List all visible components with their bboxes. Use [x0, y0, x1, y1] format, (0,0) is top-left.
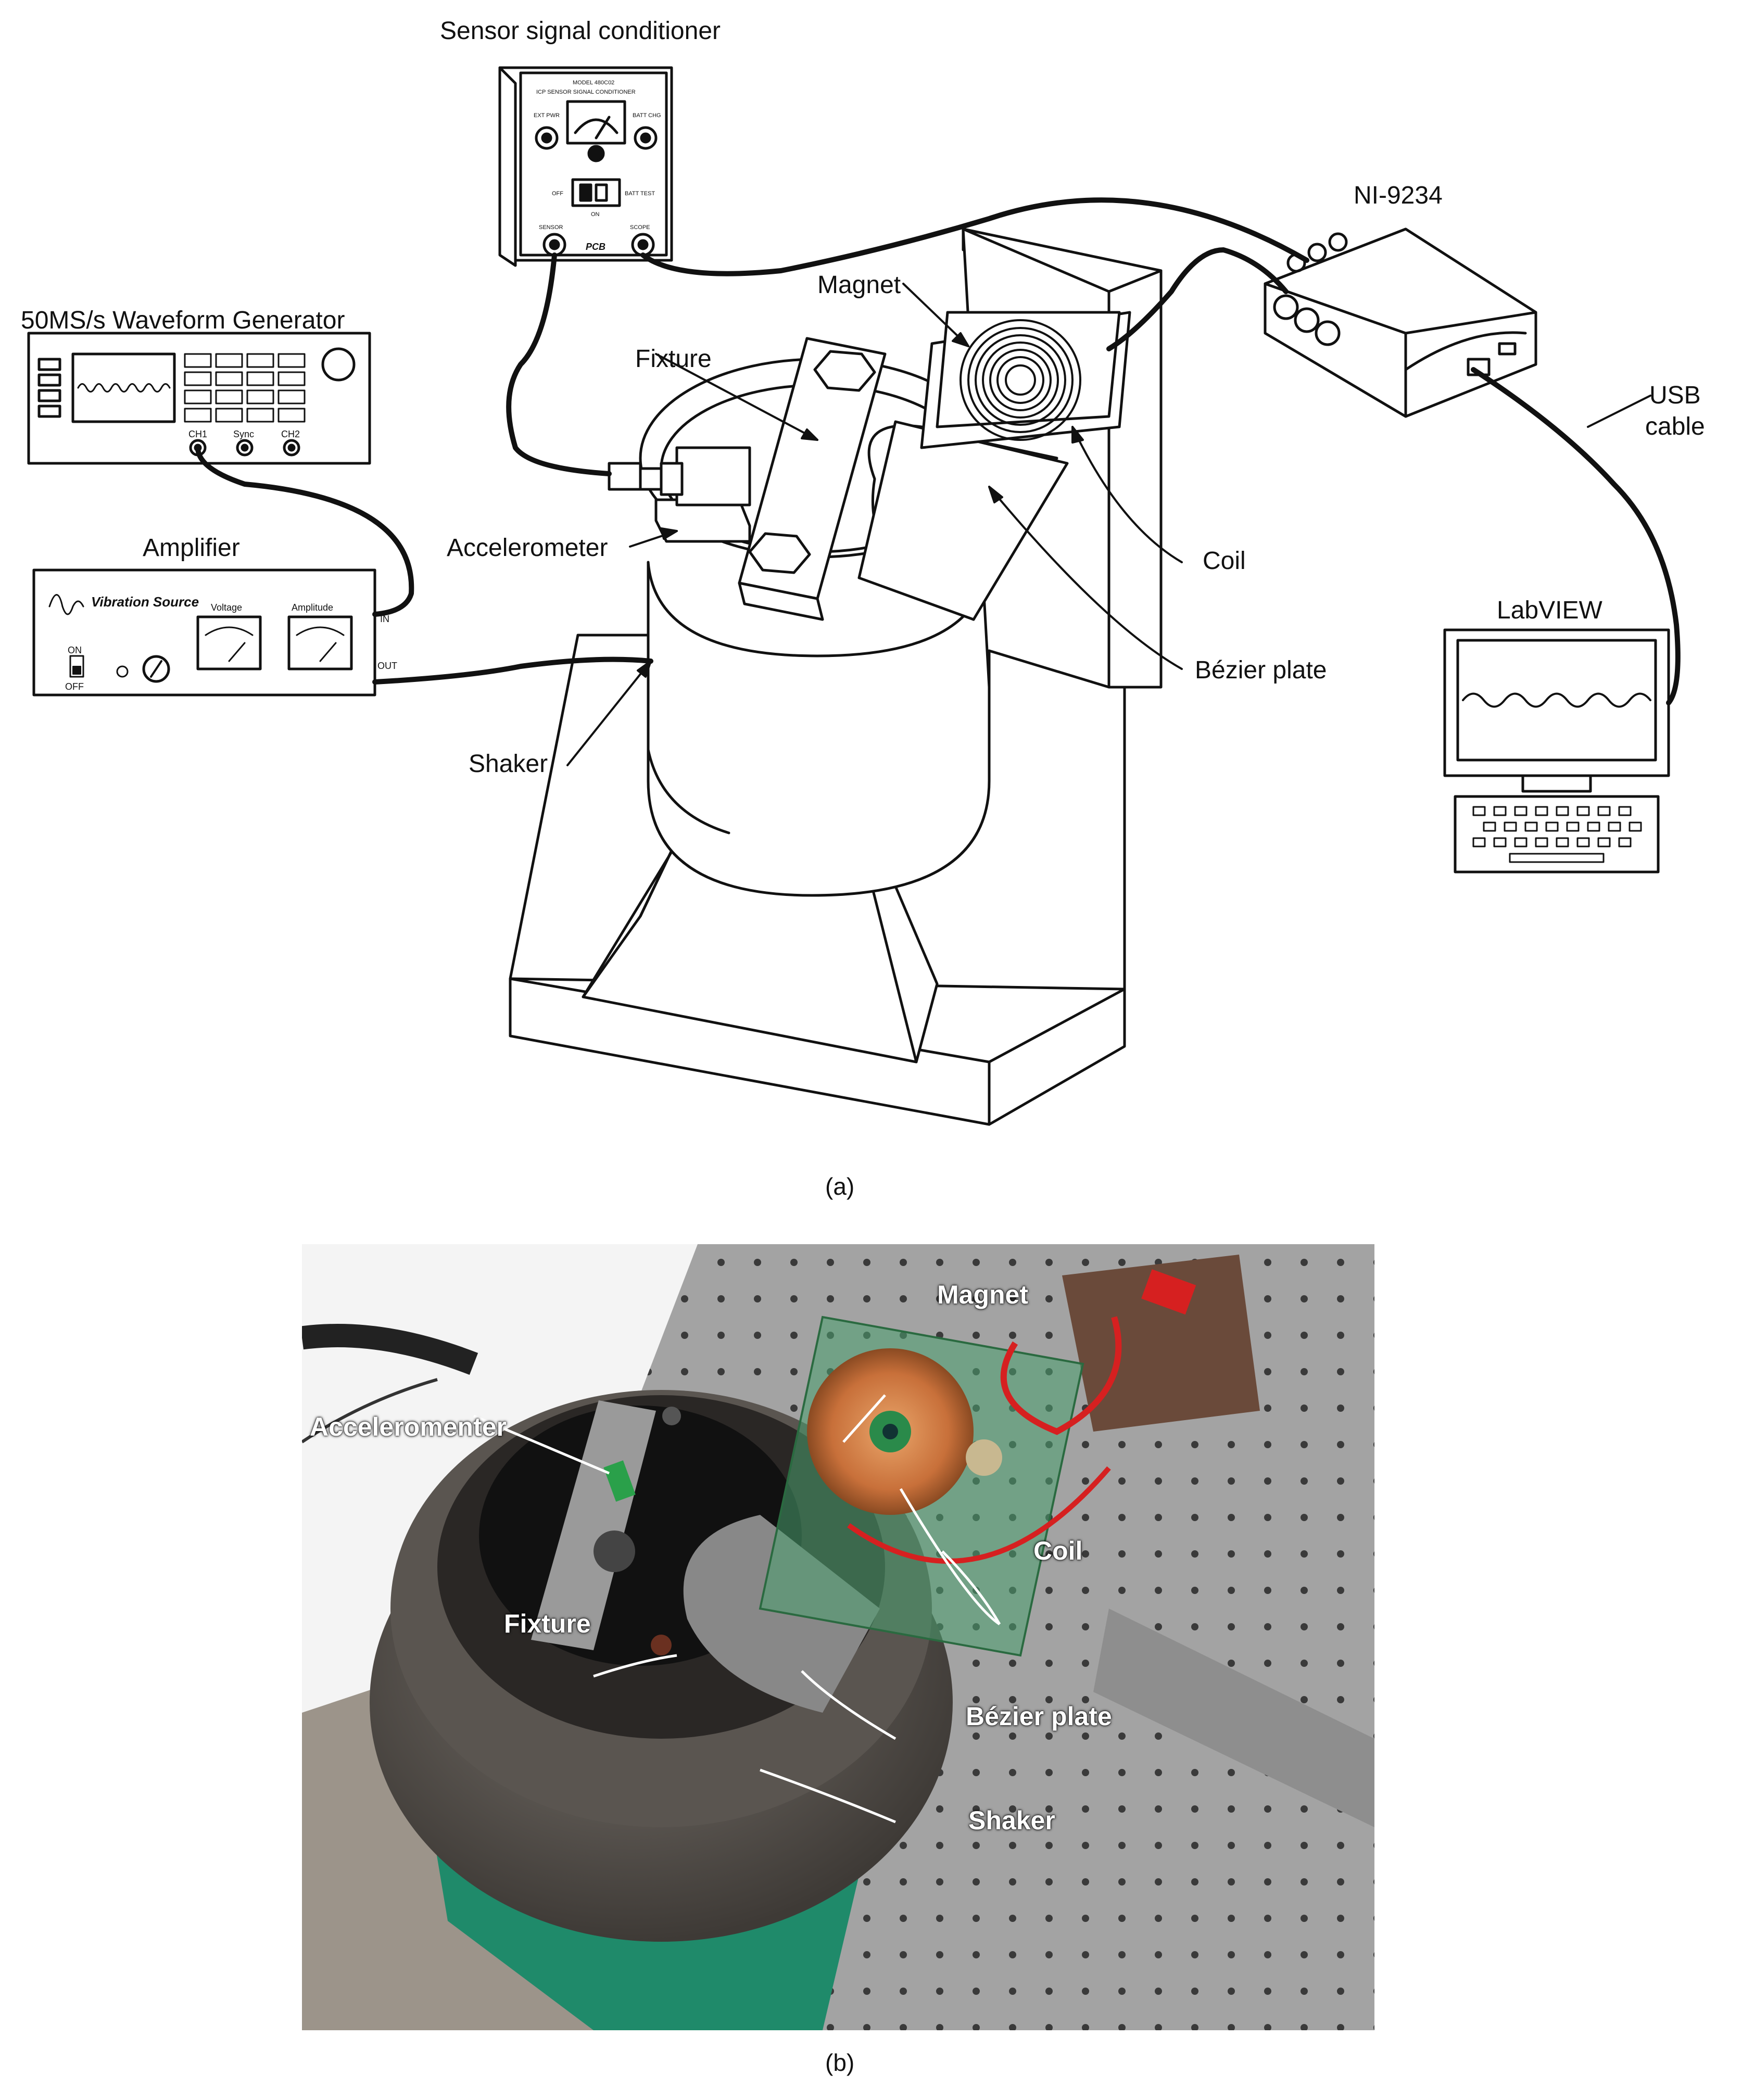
amp-off-text: OFF: [65, 681, 84, 692]
label-amplifier: Amplifier: [143, 534, 240, 562]
fixture-photo: [531, 1400, 656, 1650]
label-ni-9234: NI-9234: [1354, 182, 1443, 209]
sc-batt-test-text: BATT TEST: [625, 191, 655, 197]
amp-voltage-text: Voltage: [211, 602, 242, 613]
accelerometer-photo: [603, 1460, 636, 1502]
wg-sync-text: Sync: [233, 429, 254, 439]
sc-scope-text: SCOPE: [630, 224, 650, 231]
setup-diagram: MODEL 480C02 ICP SENSOR SIGNAL CONDITION…: [27, 66, 1681, 1126]
labview-computer-drawing: [1443, 628, 1670, 874]
label-shaker: Shaker: [469, 750, 548, 778]
label-waveform-generator: 50MS/s Waveform Generator: [21, 307, 345, 334]
label-accelerometer: Accelerometer: [447, 534, 608, 562]
sc-pcb-text: PCB: [586, 242, 605, 252]
photo-label-fixture: Fixture: [504, 1609, 591, 1638]
setup-photo: [302, 1244, 1374, 2030]
ni9234-drawing: [1264, 227, 1537, 418]
sc-icp-text: ICP SENSOR SIGNAL CONDITIONER: [536, 89, 636, 95]
leader-lines: [566, 283, 1651, 766]
amp-amplitude-text: Amplitude: [292, 602, 333, 613]
amp-on-text: ON: [68, 645, 82, 655]
fixture-drawing: [738, 337, 887, 621]
bezier-plate-photo: [683, 1515, 880, 1713]
photo-label-coil: Coil: [1033, 1536, 1083, 1565]
magnet-coil-drawing: [920, 311, 1131, 449]
label-usb-line2: cable: [1645, 413, 1705, 440]
amp-out-text: OUT: [377, 661, 397, 671]
sc-model-text: MODEL 480C02: [573, 80, 614, 86]
photo-label-shaker: Shaker: [968, 1806, 1055, 1835]
photo-label-bezier-plate: Bézier plate: [966, 1702, 1112, 1731]
bezier-plate-drawing: [857, 420, 1069, 621]
label-sensor-signal-conditioner: Sensor signal conditioner: [440, 17, 721, 45]
amplifier-drawing: [32, 568, 376, 697]
accelerometer-drawing: [608, 446, 751, 543]
amp-in-text: IN: [380, 614, 389, 624]
photo-label-accelerometer: Acceleromenter: [310, 1412, 507, 1441]
photo-label-magnet: Magnet: [937, 1280, 1028, 1309]
amp-brand-text: Vibration Source: [91, 594, 199, 610]
sc-sensor-text: SENSOR: [539, 224, 563, 231]
sc-off-text: OFF: [552, 191, 563, 197]
label-labview: LabVIEW: [1497, 597, 1602, 624]
label-coil: Coil: [1203, 547, 1246, 575]
caption-a: (a): [825, 1173, 855, 1200]
sc-batt-chg-text: BATT CHG: [633, 112, 661, 119]
wg-ch1-text: CH1: [188, 429, 207, 439]
caption-b: (b): [825, 2049, 855, 2076]
label-usb-line1: USB: [1649, 382, 1701, 409]
sc-on-text: ON: [591, 211, 600, 218]
label-magnet: Magnet: [817, 271, 901, 299]
sc-ext-pwr-text: EXT PWR: [534, 112, 560, 119]
label-fixture: Fixture: [635, 345, 712, 373]
coil-spiral: [960, 319, 1081, 441]
signal-conditioner-drawing: [498, 66, 673, 267]
label-bezier-plate: Bézier plate: [1195, 656, 1327, 684]
cables: [195, 197, 1681, 705]
wg-ch2-text: CH2: [281, 429, 300, 439]
waveform-generator-drawing: [27, 332, 371, 465]
